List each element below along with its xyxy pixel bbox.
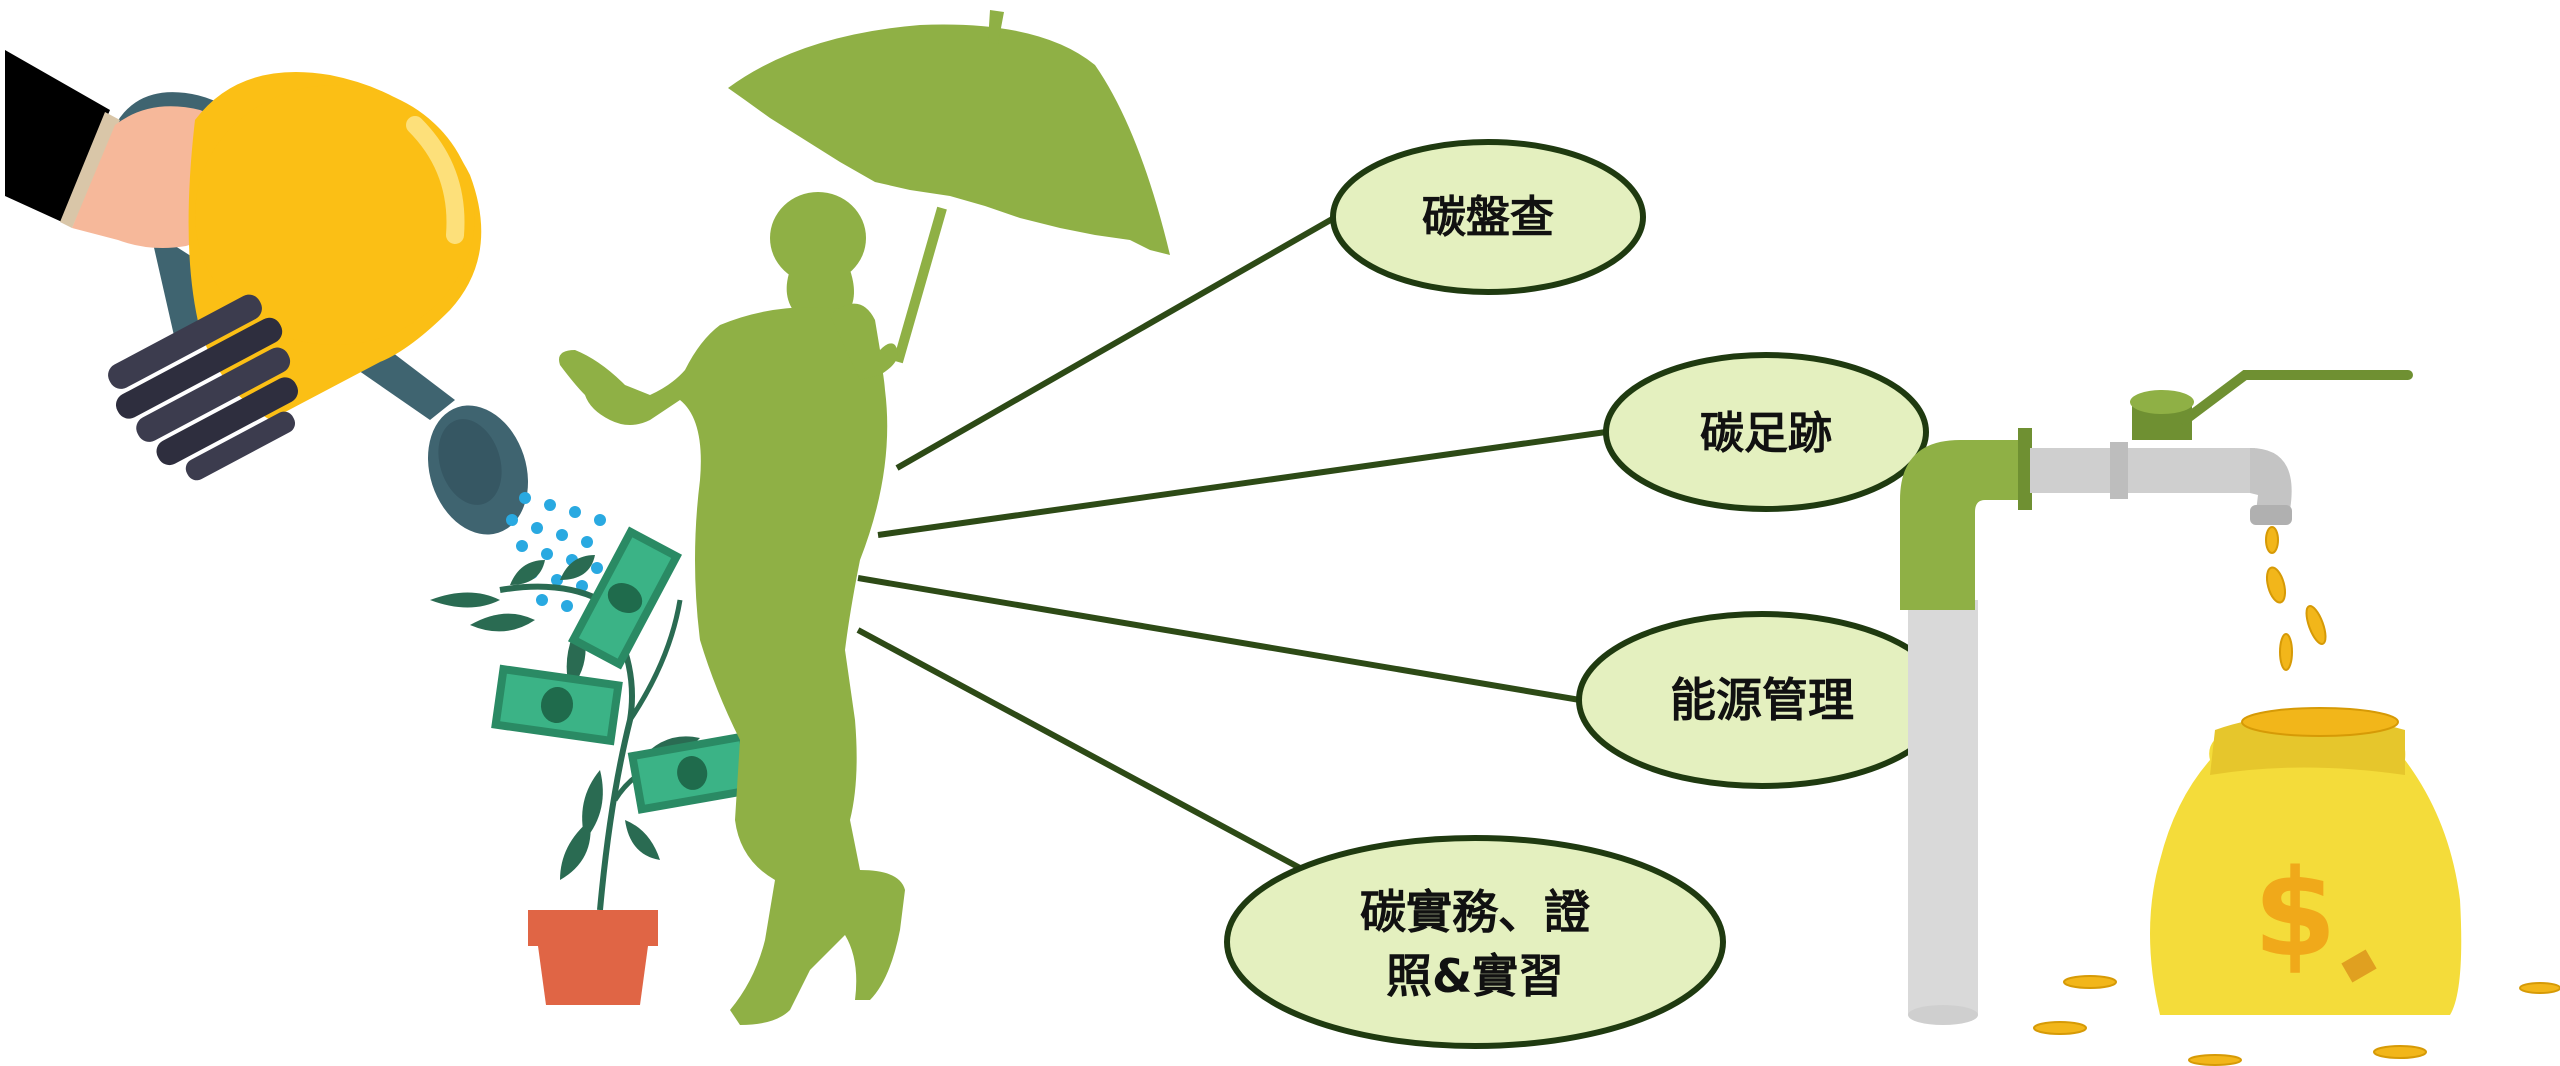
banknote-icon — [627, 732, 757, 814]
node-label: 碳盤查 — [1422, 192, 1554, 243]
node-label: 碳實務、證 — [1360, 885, 1591, 939]
connector-lines — [856, 215, 1607, 871]
faucet-icon — [1900, 370, 2413, 1025]
node-carbon-footprint: 碳足跡 — [1603, 352, 1929, 512]
node-energy-management: 能源管理 — [1576, 611, 1948, 789]
node-carbon-practice-certification: 碳實務、證 照&實習 — [1224, 835, 1726, 1049]
banknote-icon — [491, 664, 623, 746]
money-bag-icon: $ — [2150, 707, 2462, 1015]
hand-icon — [5, 50, 226, 248]
light-bulb-icon — [108, 72, 482, 481]
falling-coins-icon — [2265, 526, 2327, 671]
scattered-coins-icon — [2033, 975, 2560, 1066]
flower-pot-icon — [528, 910, 658, 1005]
node-label: 能源管理 — [1670, 673, 1854, 727]
node-label-line2: 照&實習 — [1386, 949, 1564, 1003]
umbrella-icon — [728, 10, 1170, 364]
node-label: 碳足跡 — [1700, 408, 1832, 459]
node-carbon-inventory: 碳盤查 — [1330, 139, 1646, 295]
dollar-sign-icon: $ — [2253, 845, 2337, 984]
person-with-umbrella-icon — [559, 10, 1170, 1026]
money-plant-icon — [430, 526, 757, 1005]
banknote-icon — [567, 526, 683, 670]
